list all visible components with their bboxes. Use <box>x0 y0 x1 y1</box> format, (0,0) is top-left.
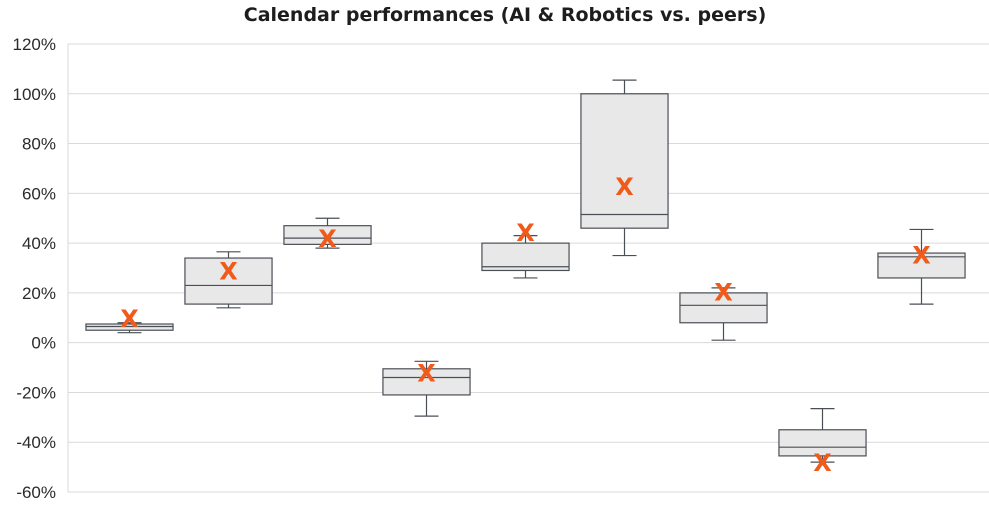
y-tick-label: 100% <box>13 85 56 104</box>
box-item <box>580 79 669 257</box>
box-item <box>877 228 966 305</box>
iqr-box <box>481 242 570 272</box>
chart-title: Calendar performances (AI & Robotics vs.… <box>243 4 767 26</box>
box-item <box>679 287 768 341</box>
box-item <box>481 235 570 279</box>
mean-marker: X <box>714 279 733 307</box>
mean-markers: X X X X X X X X X <box>120 173 931 477</box>
mean-marker: X <box>615 173 634 201</box>
iqr-box <box>85 323 174 331</box>
iqr-box <box>184 257 273 305</box>
mean-marker: X <box>219 257 238 285</box>
box-item <box>85 322 174 334</box>
mean-marker: X <box>912 241 931 269</box>
boxes <box>85 79 966 463</box>
y-tick-label: 120% <box>13 35 56 54</box>
gridlines <box>68 43 989 493</box>
iqr-box <box>778 429 867 457</box>
box-item <box>283 217 372 249</box>
y-tick-label: 0% <box>31 334 56 353</box>
y-tick-label: 40% <box>22 234 56 253</box>
box-item <box>778 408 867 463</box>
y-tick-label: 60% <box>22 184 56 203</box>
iqr-box <box>679 292 768 324</box>
y-tick-label: -20% <box>16 383 56 402</box>
y-axis: -60% -40% -20% 0% 20% 40% 60% 80% 100% 120% <box>13 35 69 502</box>
box-item <box>382 360 471 417</box>
y-tick-label: -60% <box>16 483 56 502</box>
y-tick-label: -40% <box>16 433 56 452</box>
box-item <box>184 251 273 309</box>
y-tick-label: 20% <box>22 284 56 303</box>
mean-marker: X <box>120 305 139 333</box>
iqr-box <box>382 368 471 396</box>
iqr-box <box>283 225 372 245</box>
iqr-box <box>580 93 669 229</box>
y-tick-label: 80% <box>22 135 56 154</box>
mean-marker: X <box>417 360 436 388</box>
mean-marker: X <box>318 225 337 253</box>
mean-marker: X <box>516 219 535 247</box>
mean-marker: X <box>813 449 832 477</box>
